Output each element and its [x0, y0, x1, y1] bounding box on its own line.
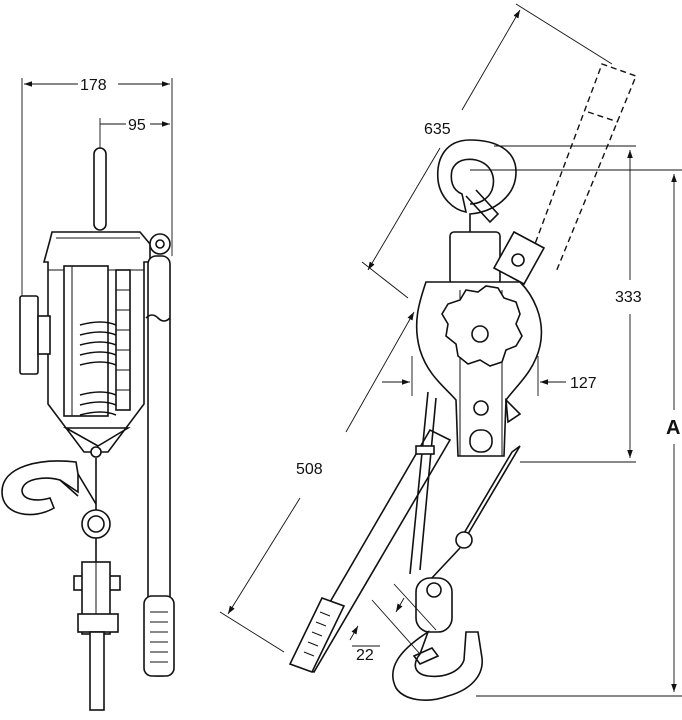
dimension-body-height: 333 — [494, 145, 642, 463]
dim-label-A: A — [666, 417, 680, 439]
dimension-handle-length: 508 — [219, 311, 415, 653]
dimension-chain: 22 — [349, 583, 437, 664]
side-view-hoist — [1, 147, 175, 711]
dim-label-635: 635 — [424, 121, 451, 138]
dim-label-22: 22 — [356, 647, 374, 664]
dim-label-95: 95 — [128, 117, 146, 134]
dimension-lever-length: 635 — [361, 3, 613, 299]
dim-label-508: 508 — [296, 461, 323, 478]
dimension-overall: A — [470, 169, 682, 697]
dim-label-127: 127 — [570, 375, 597, 392]
front-view-hoist — [288, 63, 637, 701]
dimension-body-depth: 127 — [382, 356, 597, 396]
dim-label-333: 333 — [615, 289, 642, 306]
dim-label-178: 178 — [80, 77, 107, 94]
dimension-width-offset: 95 — [99, 117, 170, 148]
dimension-width-total: 178 — [21, 77, 173, 296]
